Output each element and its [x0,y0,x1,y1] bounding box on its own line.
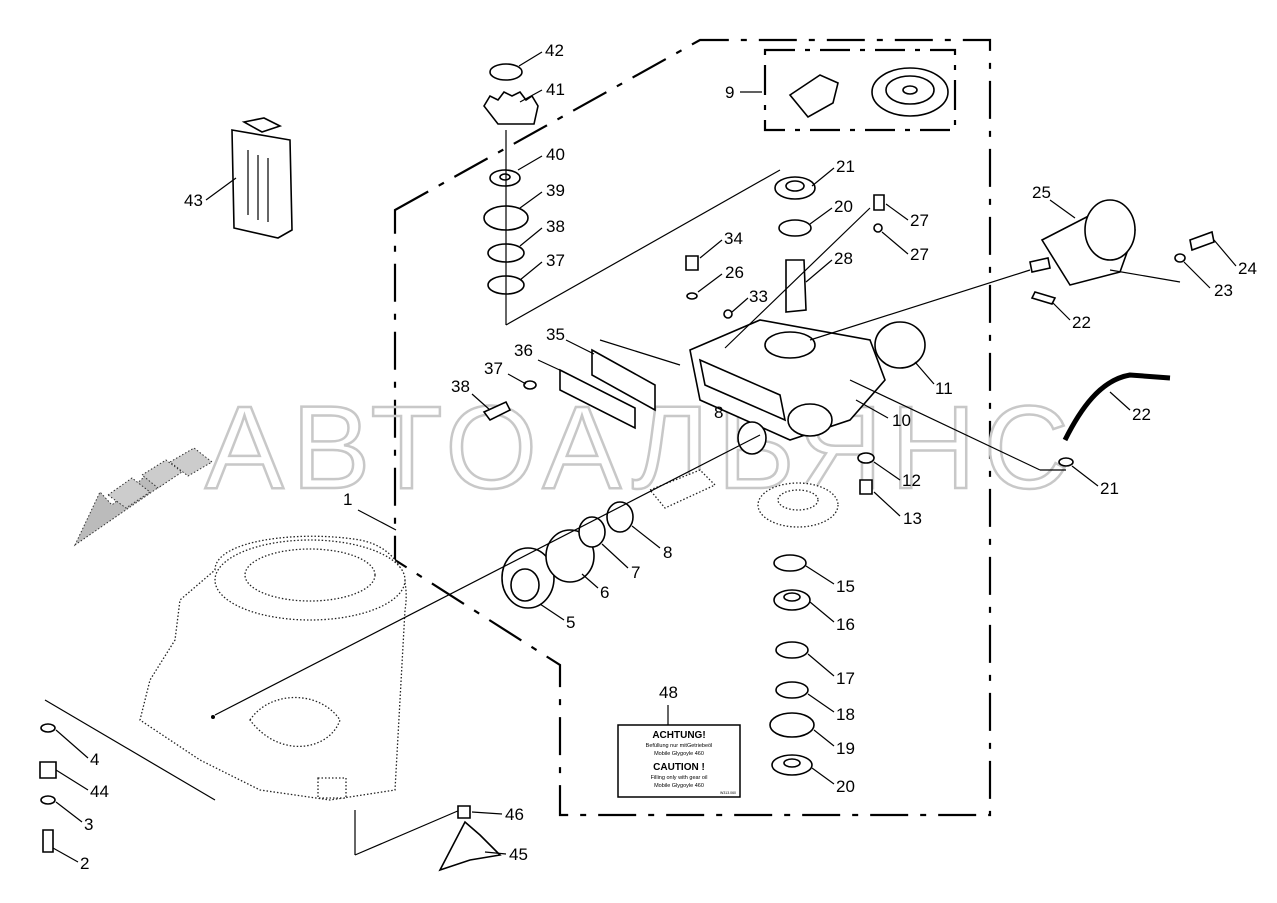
callout-42: 41 [546,80,565,99]
seal-27-right [873,223,883,233]
label-line2-en: Mobile Glygoyle 460 [654,783,704,789]
callout-19: 19 [836,739,855,758]
callout-15: 15 [836,577,855,596]
callout-25: 24 [1238,259,1257,278]
callout-17: 17 [836,669,855,688]
kit-box-9 [763,48,957,132]
plug-32 [723,309,733,319]
callout-26: 25 [1032,183,1051,202]
kit-parts [788,67,949,119]
callout-39: 38 [546,217,565,236]
callout-32: 33 [749,287,768,306]
callout-16: 16 [836,615,855,634]
leader-lines [44,207,1181,856]
gearbox-housing [139,535,407,801]
bushing-47 [457,805,471,819]
callout-18: 18 [836,705,855,724]
callout-29: 28 [834,249,853,268]
callout-13: 13 [903,509,922,528]
callout-23: 22 [1072,313,1091,332]
direction-arrow [73,447,213,547]
callout-10: 10 [892,411,911,430]
callout-8-lower: 8 [663,543,672,562]
callout-27-right: 27 [910,245,929,264]
label-title-de: ACHTUNG! [652,730,705,741]
washer-36 [523,380,537,390]
callout-21: 21 [1100,479,1119,498]
callout-34: 35 [546,325,565,344]
label-title-en: CAUTION ! [653,762,705,773]
label-line1-en: Filling only with gear oil [651,775,708,781]
callout-3: 3 [84,815,93,834]
pulley [757,482,839,528]
callout-20: 20 [836,777,855,796]
hose-22 [1062,372,1171,442]
callout-41: 40 [546,145,565,164]
callouts: 42 41 40 39 38 37 43 9 21 20 28 27 27 34… [52,41,1257,873]
watermark: АВТОАЛЬЯНС [205,382,1077,514]
seal-12 [857,452,875,464]
warning-label: ACHTUNG! Befüllung nur mitGetriebeöl Mob… [617,705,741,798]
callout-28: 27 [910,211,929,230]
callout-45: 44 [90,782,109,801]
cover-plate [559,348,656,430]
callout-37: 38 [451,377,470,396]
left-fasteners [39,723,57,853]
callout-48: 48 [659,683,678,702]
callout-6: 6 [600,583,609,602]
callout-12: 12 [902,471,921,490]
oil-can [231,117,293,239]
callout-36: 37 [484,359,503,378]
callout-40: 39 [546,181,565,200]
callout-27-left: 26 [725,263,744,282]
washer-24 [1174,253,1186,263]
callout-43: 42 [545,41,564,60]
bolt-37 [482,400,512,422]
label-line2-de: Mobile Glygoyle 460 [654,751,704,757]
key-23 [1030,291,1057,305]
plug-28 [873,194,885,211]
callout-9: 9 [725,83,734,102]
callout-46: 45 [509,845,528,864]
callout-35: 36 [514,341,533,360]
callout-44: 43 [184,191,203,210]
hydraulic-motor [1029,199,1136,286]
plug-33 [685,255,699,271]
callout-47: 46 [505,805,524,824]
callout-7: 7 [631,563,640,582]
callout-2: 2 [80,854,89,873]
seal-21 [1058,457,1074,467]
upper-stack [483,63,781,326]
shaft-stack [214,421,767,716]
center-stack [774,176,816,313]
callout-24: 23 [1214,281,1233,300]
label-line1-de: Befüllung nur mitGetriebeöl [646,743,713,749]
callout-11: 11 [935,379,953,398]
callout-31: 21 [836,157,855,176]
callout-38: 37 [546,251,565,270]
lower-stack [769,554,815,776]
callout-33: 34 [724,229,743,248]
callout-22: 22 [1132,405,1151,424]
plug-13 [859,479,873,495]
callout-1: 1 [343,490,352,509]
callout-30: 20 [834,197,853,216]
callout-8-upper: 8 [714,403,723,422]
seal-27-left [686,292,698,300]
label-code: W313.060 [720,791,736,795]
knife-46 [438,820,502,872]
bolt-25 [1189,230,1215,252]
callout-4: 4 [90,750,99,769]
callout-5: 5 [566,613,575,632]
gearbox-block [689,319,886,441]
o-ring-11 [874,321,926,369]
